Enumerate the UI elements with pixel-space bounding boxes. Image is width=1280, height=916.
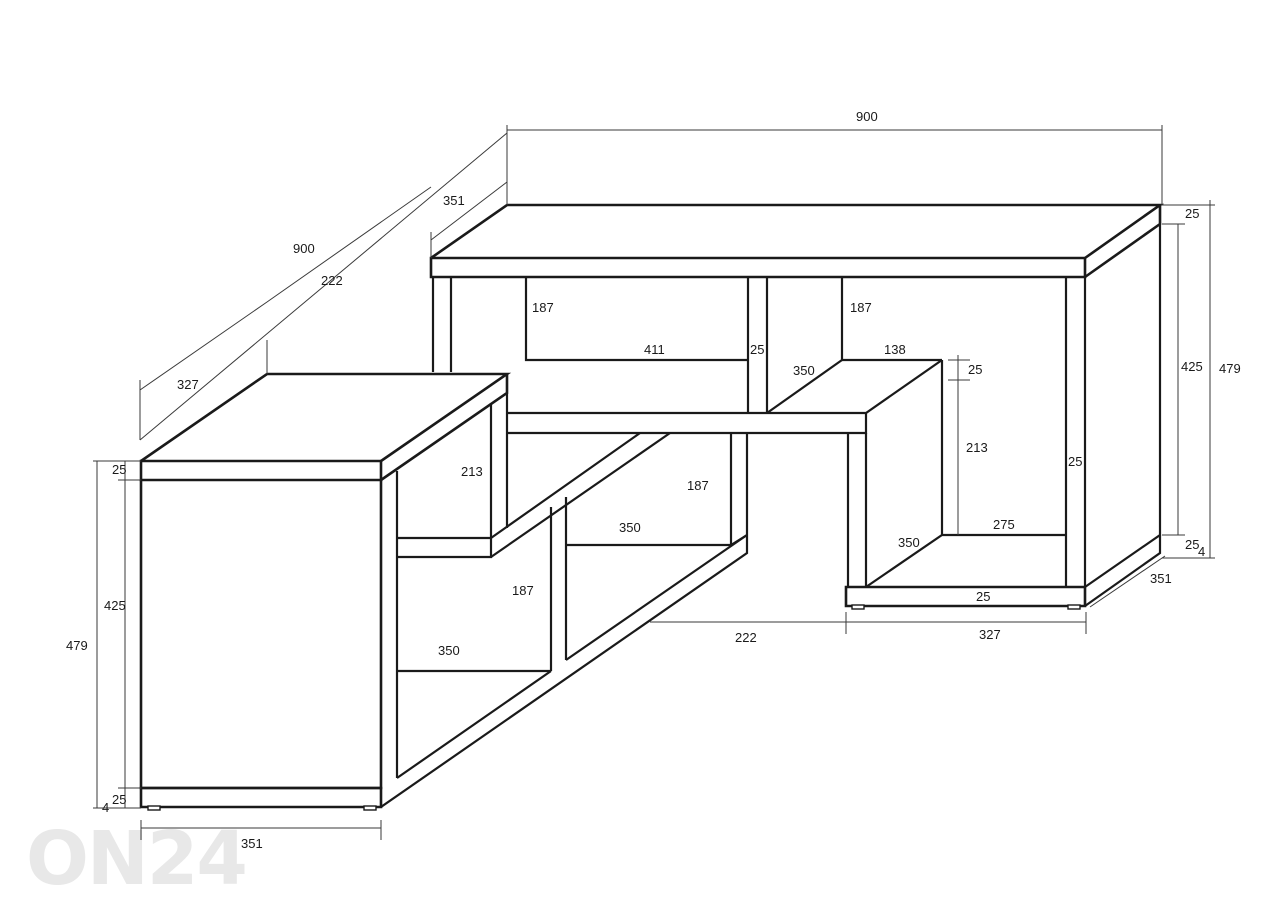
right-bottom-back <box>1084 535 1162 607</box>
dim-right-block-depth: 350 <box>898 535 920 550</box>
dim-front-lower-compartment-height: 187 <box>512 583 534 598</box>
dim-top-thickness-left: 25 <box>112 462 126 477</box>
watermark-logo: ON24 <box>26 816 246 902</box>
left-bottom-board <box>139 786 383 809</box>
dim-back-shelf-width: 411 <box>644 342 665 357</box>
dim-height-total-left: 479 <box>66 638 88 653</box>
dim-foot-left: 4 <box>102 800 109 815</box>
dim-small-top-width: 138 <box>884 342 906 357</box>
dim-right-inner-height: 425 <box>1181 359 1203 374</box>
dimension-labels: 900 900 351 222 327 25 425 479 25 4 351 … <box>66 109 1241 851</box>
right-end-panel <box>1064 277 1087 587</box>
front-lower-diagonal <box>396 534 748 779</box>
back-shelf-front <box>507 413 868 435</box>
dim-right-side-thickness: 25 <box>1068 454 1082 469</box>
front-upper-end <box>729 433 749 545</box>
foot-left-2 <box>363 805 377 811</box>
dim-total-width-side: 900 <box>293 241 315 256</box>
dim-back-shelf-depth: 350 <box>793 363 815 378</box>
dim-back-run-side: 222 <box>321 273 343 288</box>
foot-right-1 <box>851 604 865 610</box>
left-upper-shelf-diagonal <box>490 432 671 558</box>
dim-bottom-run: 222 <box>735 630 757 645</box>
front-bottom-diagonal <box>380 535 749 808</box>
dim-right-total-height: 479 <box>1219 361 1241 376</box>
dim-right-foot: 4 <box>1198 544 1205 559</box>
back-shelf-top <box>507 359 943 415</box>
dim-left-upper-compartment-height: 213 <box>461 464 483 479</box>
dim-height-inner-left: 425 <box>104 598 126 613</box>
dim-depth-back-top: 351 <box>443 193 465 208</box>
back-center-divider <box>746 277 769 413</box>
right-bottom-board <box>844 585 1087 608</box>
back-left-compartment <box>524 277 747 362</box>
dim-small-top-thickness: 25 <box>968 362 982 377</box>
back-top-board <box>429 203 1165 279</box>
dim-front-upper-shelf-depth: 350 <box>619 520 641 535</box>
dim-bottom-thickness-left: 25 <box>112 792 126 807</box>
furniture-outline <box>139 203 1165 811</box>
dim-back-compartment-right-height: 187 <box>850 300 872 315</box>
dim-total-width-top: 900 <box>856 109 878 124</box>
dim-right-width-bottom: 327 <box>979 627 1001 642</box>
left-upper-shelf <box>397 536 493 559</box>
left-upper-divider <box>489 393 509 538</box>
dim-back-divider-thickness: 25 <box>750 342 764 357</box>
dim-front-lower-shelf-depth: 350 <box>438 643 460 658</box>
dim-right-top-thickness: 25 <box>1185 206 1199 221</box>
dim-left-width-bottom: 351 <box>241 836 263 851</box>
dim-back-compartment-left-height: 187 <box>532 300 554 315</box>
front-upper-shelf <box>566 534 748 547</box>
right-end-back-edge <box>1084 224 1162 588</box>
dim-right-depth-bottom: 351 <box>1150 571 1172 586</box>
dim-right-bottom-board: 25 <box>976 589 990 604</box>
dim-right-block-bottom-width: 275 <box>993 517 1015 532</box>
dim-right-bottom-thickness: 25 <box>1185 537 1199 552</box>
dim-left-depth-top: 327 <box>177 377 199 392</box>
back-left-leg <box>431 277 453 372</box>
foot-right-2 <box>1067 604 1081 610</box>
front-middle-divider <box>549 497 568 671</box>
left-side-panel <box>139 480 383 790</box>
dimension-lines <box>93 125 1215 840</box>
foot-left-1 <box>147 805 161 811</box>
dim-right-block-inner-height: 213 <box>966 440 988 455</box>
dim-front-upper-compartment-height: 187 <box>687 478 709 493</box>
right-small-block <box>864 360 1066 588</box>
